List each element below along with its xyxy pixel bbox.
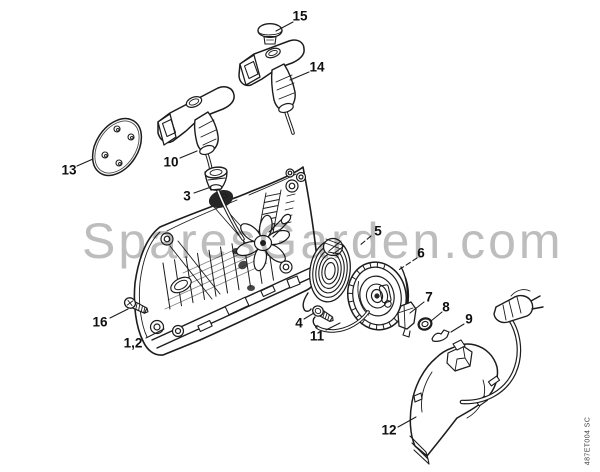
callout-9: 9 (465, 311, 473, 327)
pawl (397, 301, 417, 338)
callout-12: 12 (381, 422, 397, 438)
fan-housing (133, 166, 318, 356)
rope-bushing (204, 166, 228, 191)
callout-4: 4 (295, 315, 303, 331)
screw-4 (312, 305, 334, 322)
elastostart-cap (257, 23, 283, 45)
spring-clip (431, 329, 450, 342)
callout-7: 7 (425, 289, 433, 305)
screw-16 (123, 297, 149, 314)
callout-1-2: 1,2 (123, 335, 143, 351)
cover-plate (91, 117, 143, 177)
leader-lines (76, 21, 465, 428)
washer (417, 317, 433, 331)
spring-coil-center (322, 237, 345, 257)
screw-bosses (149, 168, 307, 338)
starter-grip-10 (157, 86, 235, 172)
callout-6: 6 (417, 245, 425, 261)
callout-14: 14 (309, 59, 325, 75)
drawing-code-text: 487ET004 SC (584, 416, 592, 466)
callout-11: 11 (309, 328, 325, 344)
callout-15: 15 (292, 8, 308, 24)
callout-3: 3 (183, 188, 191, 204)
callout-5: 5 (374, 223, 382, 239)
callout-16: 16 (92, 314, 108, 330)
fan-rosette (235, 213, 292, 272)
shroud (409, 339, 501, 465)
callout-10: 10 (163, 154, 179, 170)
spring-hook (302, 292, 312, 312)
shroud-fins (409, 435, 430, 465)
wire-harness (459, 289, 544, 405)
starter-rope-loop (312, 310, 370, 333)
watermark-text: SparesGarden.com (82, 213, 564, 269)
callout-8: 8 (442, 299, 450, 315)
starter-grip-14 (238, 39, 305, 135)
callout-13: 13 (61, 162, 77, 178)
